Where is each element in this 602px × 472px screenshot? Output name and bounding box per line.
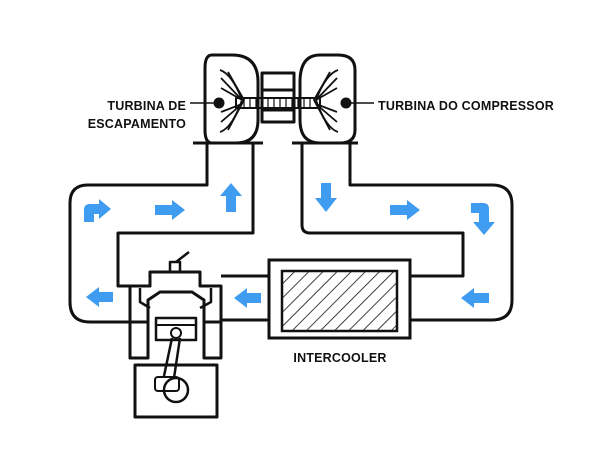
turbo-shaft (235, 97, 321, 109)
spark-plug (168, 251, 190, 272)
intake-valve (138, 288, 151, 310)
arrow-down-icon (315, 183, 337, 212)
compressor-turbine-label: TURBINA DO COMPRESSOR (378, 99, 554, 113)
exhaust-duct-inner (116, 143, 255, 288)
exhaust-turbine-label-line1: TURBINA DE (107, 99, 186, 113)
compressor-impeller (313, 69, 339, 133)
arrow-up-icon (220, 183, 242, 212)
arrow-left-icon (86, 287, 113, 307)
compressor-duct-outer (348, 143, 514, 322)
duct-network (68, 143, 514, 324)
elbow-arrow-right-icon (84, 199, 111, 222)
exhaust-turbine-label-line2: ESCAPAMENTO (88, 117, 186, 131)
exhaust-duct-outer (68, 143, 209, 324)
compressor-turbine-housing (298, 53, 357, 145)
connecting-rod (162, 337, 182, 379)
compressor-duct-inner (300, 143, 465, 278)
exhaust-turbine-housing (203, 53, 260, 145)
arrow-right-icon (390, 200, 420, 220)
engine-cylinder (128, 251, 223, 419)
exhaust-valve (199, 288, 213, 310)
turbocharger (190, 53, 374, 145)
arrow-right-icon (155, 200, 185, 220)
crankcase (133, 363, 219, 419)
flow-arrows (84, 183, 495, 308)
piston (154, 316, 198, 342)
elbow-arrow-down-icon (471, 203, 495, 235)
arrow-left-icon (461, 288, 489, 308)
arrow-left-icon (234, 288, 261, 308)
intercooler-label: INTERCOOLER (293, 351, 386, 365)
exhaust-impeller (219, 69, 245, 133)
intercooler (267, 258, 412, 340)
crank-counterweight (154, 376, 180, 392)
intercooler-core (280, 269, 399, 333)
cylinder-head (128, 270, 223, 360)
